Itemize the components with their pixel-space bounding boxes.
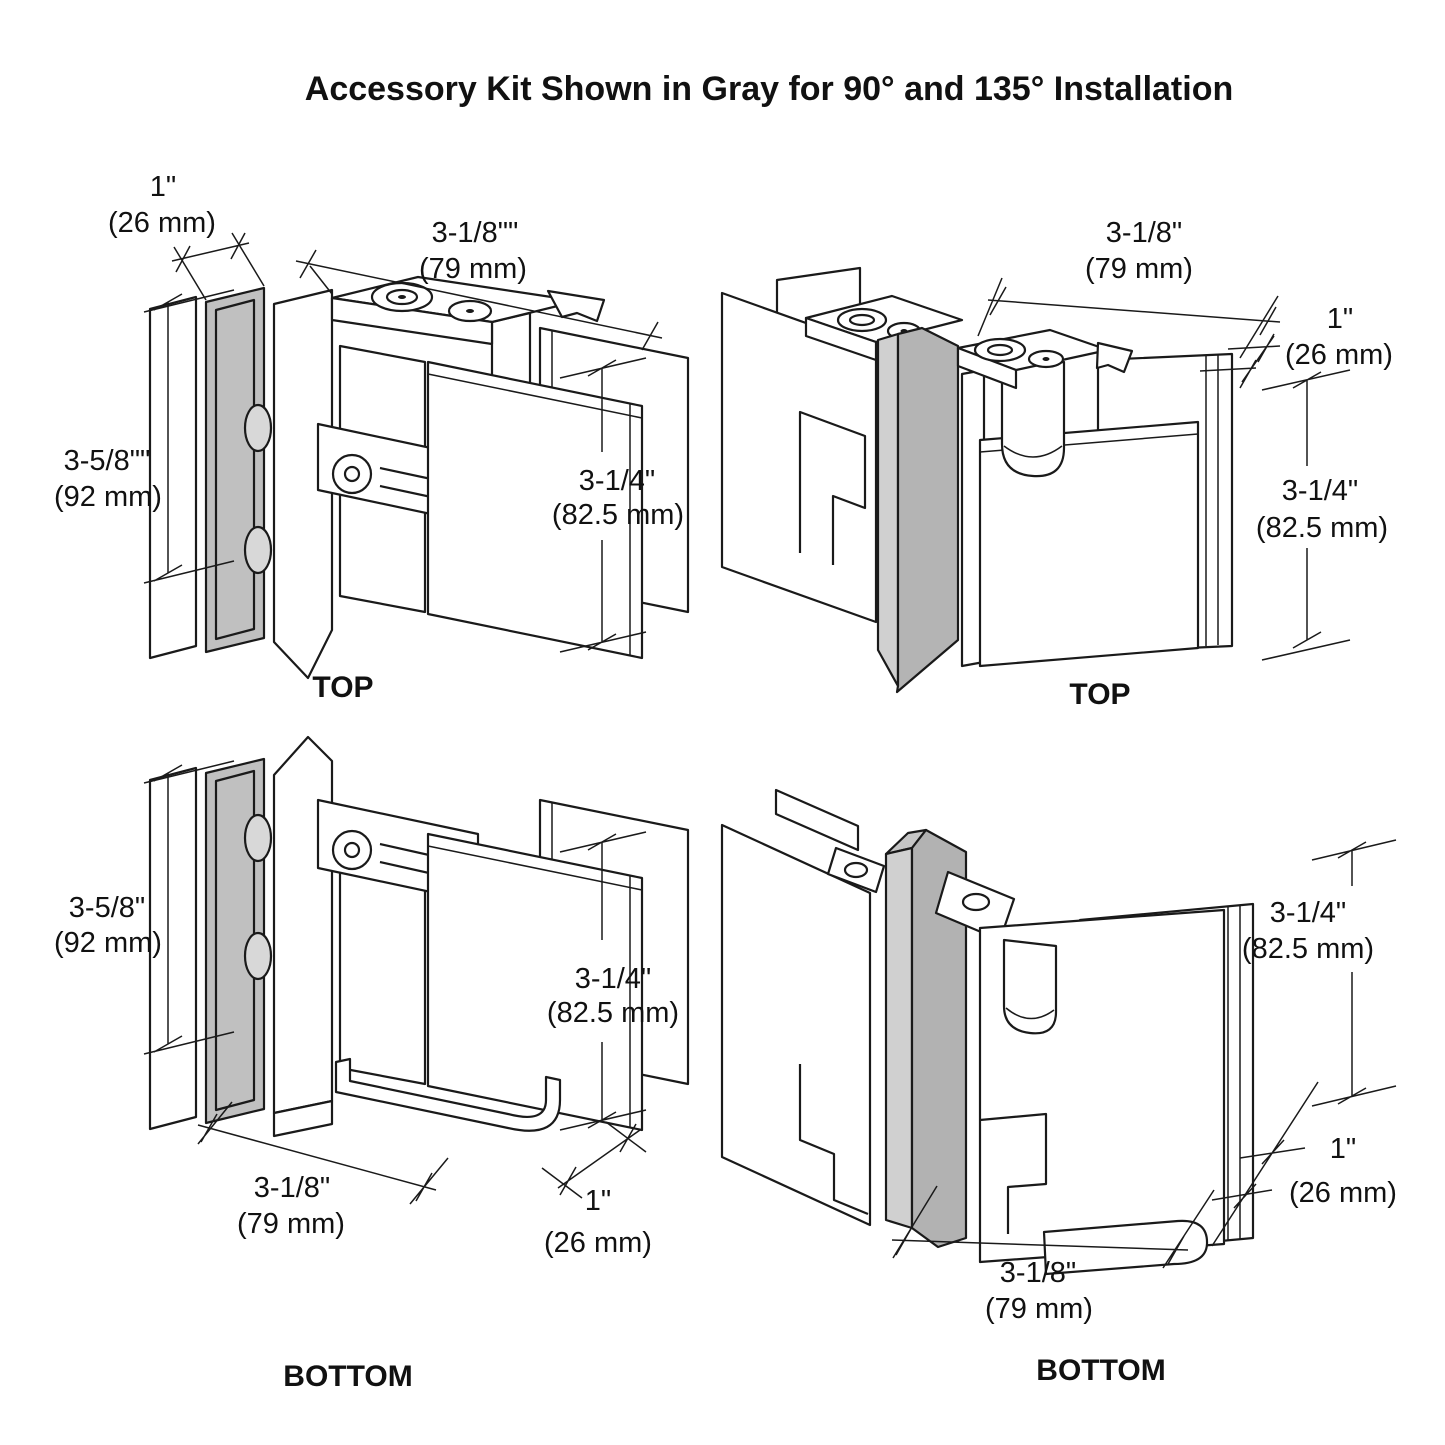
- gasket-inner-edge: [214, 298, 256, 641]
- dim-label-inches: 3-1/4": [1270, 897, 1346, 929]
- dim-label-mm: (26 mm): [1285, 339, 1393, 371]
- dim-label-mm: (82.5 mm): [1256, 512, 1388, 544]
- bracket-slot: [843, 861, 869, 879]
- dim-label-inches: 3-1/4": [575, 963, 651, 995]
- dim-label-inches: 3-1/8"": [432, 217, 519, 249]
- view-label-top: TOP: [312, 671, 373, 704]
- latch-detail: [1095, 341, 1134, 374]
- dim-label-mm: (79 mm): [237, 1208, 345, 1240]
- screw-inner: [848, 313, 876, 327]
- screw-dot: [398, 295, 406, 299]
- dim-3-1-4in: [559, 831, 647, 1131]
- dim-3-1-8in: [977, 277, 1281, 359]
- plate-edge-line: [427, 845, 643, 1128]
- gasket-hole: [243, 813, 273, 863]
- gasket-hole: [243, 403, 273, 453]
- right-hinge-block-front: [956, 346, 1018, 390]
- dim-1in: [1211, 1081, 1319, 1247]
- dim-label-inches: 3-1/4": [1282, 475, 1358, 507]
- figure-wall-mount-hinge-top: 1" (26 mm) 3-1/8"" (79 mm) 3-5/8"" (92 m…: [54, 171, 690, 704]
- glass-edge-lines: [1205, 355, 1219, 646]
- dim-label-inches: 3-1/8": [1000, 1257, 1076, 1289]
- wall-plate: [148, 766, 198, 1131]
- dim-label-inches: 3-1/4": [579, 465, 655, 497]
- dim-1in: [1199, 333, 1281, 389]
- dim-label-mm: (79 mm): [1085, 253, 1193, 285]
- glass-edge-lines: [1227, 905, 1241, 1240]
- dim-label-mm: (26 mm): [108, 207, 216, 239]
- figure-wall-mount-hinge-bottom: 3-5/8" (92 mm) 3-1/4" (82.5 mm) 3-1/8" (…: [54, 735, 690, 1393]
- glass-tab: [774, 788, 860, 852]
- dim-label-mm: (26 mm): [1289, 1177, 1397, 1209]
- diagram-title: Accessory Kit Shown in Gray for 90° and …: [305, 70, 1233, 108]
- dim-label-mm: (26 mm): [544, 1227, 652, 1259]
- bottom-cover-plate: [334, 1057, 562, 1132]
- dim-label-inches: 1": [150, 171, 176, 203]
- clamp-notch-lines: [798, 1064, 869, 1216]
- dim-label-mm: (92 mm): [54, 927, 162, 959]
- figure-glass-to-glass-hinge-bottom: 3-1/4" (82.5 mm) 1" (26 mm) 3-1/8" (79 m…: [720, 788, 1397, 1387]
- dim-label-mm: (82.5 mm): [547, 997, 679, 1029]
- screw-dot: [1042, 357, 1050, 361]
- dim-label-mm: (79 mm): [419, 253, 527, 285]
- screw-inner: [986, 343, 1014, 357]
- arm-slot: [961, 892, 991, 912]
- gasket-hole: [243, 931, 273, 981]
- dim-label-inches: 1": [1330, 1133, 1356, 1165]
- dim-3-1-8in: [197, 1101, 449, 1205]
- pivot-screw: [343, 465, 361, 483]
- dim-3-1-4in: [559, 357, 647, 653]
- screw-dot: [466, 309, 474, 313]
- clamp-notch-lines: [979, 1112, 1048, 1234]
- dim-1in: [541, 1121, 647, 1199]
- dim-label-mm: (79 mm): [985, 1293, 1093, 1325]
- dim-label-mm: (92 mm): [54, 481, 162, 513]
- dim-label-inches: 3-1/8": [254, 1172, 330, 1204]
- dim-label-inches: 1": [585, 1185, 611, 1217]
- right-glass-front-plate: [978, 420, 1200, 668]
- view-label-bottom: BOTTOM: [283, 1360, 412, 1393]
- left-glass-plate: [720, 823, 872, 1227]
- clamp-notch-lines: [798, 410, 867, 565]
- pivot-cylinder: [1002, 938, 1058, 1035]
- cylinder-arc: [1005, 1007, 1055, 1020]
- wall-bracket-foot: [272, 1099, 334, 1138]
- dim-label-inches: 3-5/8"": [64, 445, 151, 477]
- cylinder-arc: [1003, 445, 1063, 458]
- accessory-wedge-gray: [895, 326, 960, 694]
- gasket-hole: [243, 525, 273, 575]
- dim-3-5-8in: [143, 760, 235, 1055]
- accessory-wedge-gray-left-face: [884, 846, 914, 1230]
- dim-3-1-4in: [1261, 369, 1351, 661]
- dim-label-mm: (82.5 mm): [1242, 933, 1374, 965]
- glass-front-plate: [426, 360, 644, 660]
- dim-3-1-4in: [1311, 839, 1397, 1107]
- dim-3-1-8in: [295, 249, 663, 351]
- dim-3-1-8in: [891, 1185, 1215, 1269]
- hinge-top-block-front: [330, 296, 494, 346]
- figure-glass-to-glass-hinge-top: 3-1/8" (79 mm) 1" (26 mm) 3-1/4" (82.5 m…: [720, 217, 1393, 711]
- latch-detail: [546, 289, 606, 323]
- wall-bracket: [272, 735, 334, 1115]
- accessory-gasket-gray: [204, 286, 266, 654]
- accessory-wedge-gray-left-face: [876, 332, 900, 688]
- glass-front-plate: [426, 832, 644, 1132]
- dim-1in: [171, 232, 265, 301]
- dim-label-inches: 3-5/8": [69, 892, 145, 924]
- dim-label-inches: 3-1/8": [1106, 217, 1182, 249]
- pivot-cylinder: [1000, 360, 1066, 478]
- wall-plate: [148, 295, 198, 660]
- dim-label-mm: (82.5 mm): [552, 499, 684, 531]
- plate-edge-line: [427, 373, 643, 656]
- gasket-inner-edge: [214, 769, 256, 1112]
- view-label-bottom: BOTTOM: [1036, 1354, 1165, 1387]
- pivot-screw: [343, 841, 361, 859]
- dim-label-inches: 1": [1327, 303, 1353, 335]
- left-hinge-block-front: [804, 316, 878, 362]
- wall-bracket: [272, 288, 334, 680]
- dim-3-5-8in: [143, 289, 235, 584]
- view-label-top: TOP: [1069, 678, 1130, 711]
